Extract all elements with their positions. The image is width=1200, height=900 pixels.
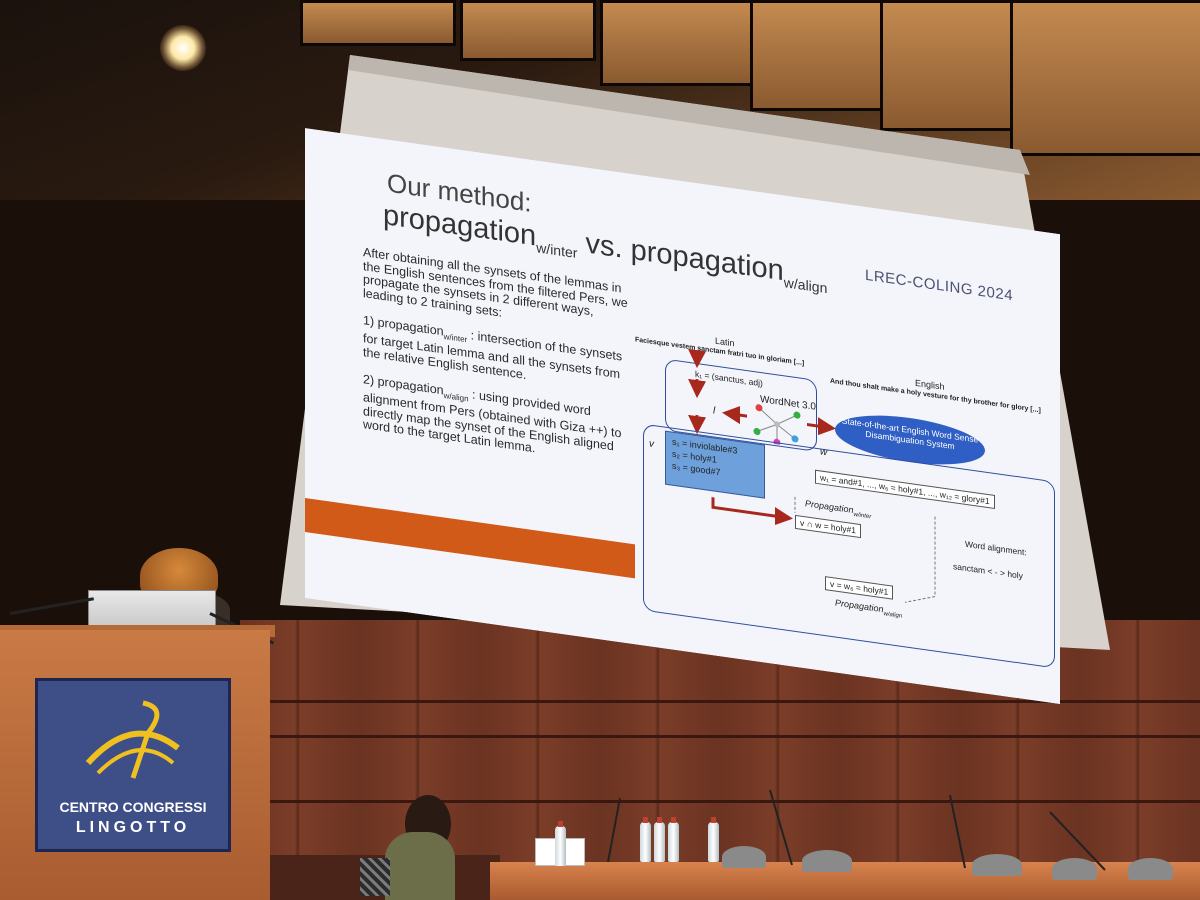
ceiling-panel — [600, 0, 756, 86]
wall-seam — [240, 735, 1200, 738]
chair — [802, 850, 852, 872]
wall-seam — [240, 800, 1200, 803]
audience-person-body — [385, 832, 455, 900]
ceiling-panel — [1010, 0, 1200, 156]
podium-sign-line1: CENTRO CONGRESSI — [59, 799, 207, 815]
water-bottle — [708, 817, 719, 862]
lingotto-logo-icon — [85, 700, 180, 779]
wordnet-graph-icon — [753, 404, 801, 446]
spotlight — [160, 25, 206, 71]
water-bottle — [654, 817, 665, 862]
slide: Our method: propagationw/inter vs. propa… — [305, 128, 1060, 705]
ceiling-panel — [460, 0, 596, 61]
bag — [360, 858, 390, 896]
chair — [1128, 858, 1173, 880]
chair — [972, 854, 1022, 876]
method-diagram: Latin Faciesque vestem sanctam fratri tu… — [635, 324, 1060, 684]
chair — [722, 846, 766, 868]
podium-sign: CENTRO CONGRESSI LINGOTTO — [35, 678, 231, 852]
diagram-arrows — [688, 348, 936, 603]
podium-sign-line2: LINGOTTO — [75, 819, 191, 836]
wall-seam — [240, 700, 1200, 703]
screen-top-edge — [348, 55, 1030, 175]
ceiling — [0, 0, 1200, 200]
ceiling-panel — [300, 0, 456, 46]
water-bottle — [555, 821, 566, 866]
chair — [1052, 858, 1097, 880]
water-bottle — [640, 817, 651, 862]
water-bottle — [668, 817, 679, 862]
